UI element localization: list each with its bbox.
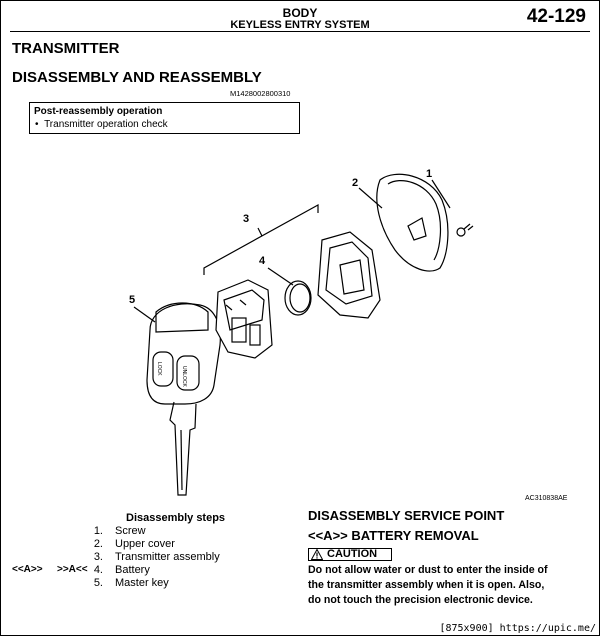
step-text: Battery — [115, 564, 150, 576]
page-title: TRANSMITTER — [12, 40, 120, 57]
transmitter-shell-drawing — [317, 231, 381, 319]
key-button-lock: LOCK — [156, 362, 162, 376]
post-reassembly-item-text: Transmitter operation check — [44, 119, 168, 130]
master-key-drawing: LOCK UNLOCK — [146, 302, 221, 496]
step-number: 5. — [93, 577, 103, 589]
caution-text: Do not allow water or dust to enter the … — [308, 563, 588, 608]
step-text: Upper cover — [115, 538, 175, 550]
watermark: [875x900] https://upic.me/ — [437, 623, 598, 634]
leader-2 — [358, 187, 383, 209]
post-reassembly-title: Post-reassembly operation — [34, 106, 163, 117]
section-title: BODY — [282, 6, 318, 20]
key-button-unlock: UNLOCK — [181, 366, 187, 388]
callout-2: 2 — [352, 177, 358, 189]
step-number: 2. — [93, 538, 103, 550]
transmitter-board-drawing — [215, 279, 273, 359]
callout-3: 3 — [243, 213, 249, 225]
installation-code: >>A<< — [57, 564, 88, 575]
leader-1 — [431, 179, 451, 209]
document-id: M1428002800310 — [230, 89, 291, 98]
screw-drawing — [456, 223, 474, 237]
step-number: 4. — [93, 564, 103, 576]
post-reassembly-box: Post-reassembly operation • Transmitter … — [29, 102, 300, 134]
page-number: 42-129 — [526, 6, 586, 27]
subsection-title: KEYLESS ENTRY SYSTEM — [230, 19, 370, 31]
step-text: Transmitter assembly — [115, 551, 220, 563]
leader-3 — [257, 227, 263, 237]
header-divider — [10, 31, 590, 32]
step-number: 3. — [93, 551, 103, 563]
step-text: Screw — [115, 525, 146, 537]
section-heading: DISASSEMBLY AND REASSEMBLY — [12, 69, 262, 86]
caution-label: CAUTION — [327, 548, 378, 560]
caution-line: Do not allow water or dust to enter the … — [308, 564, 548, 576]
figure-code: AC310838AE — [525, 495, 568, 502]
callout-5: 5 — [129, 294, 135, 306]
callout-4: 4 — [259, 255, 266, 267]
caution-line: the transmitter assembly when it is open… — [308, 579, 545, 591]
steps-title: Disassembly steps — [126, 512, 226, 524]
warning-icon — [311, 549, 323, 560]
battery-drawing — [284, 280, 312, 316]
callout-1: 1 — [426, 168, 432, 180]
post-reassembly-item: • Transmitter operation check — [35, 119, 168, 130]
step-text: Master key — [115, 577, 169, 589]
leader-4 — [267, 267, 294, 286]
page-header: BODY KEYLESS ENTRY SYSTEM 42-129 — [0, 0, 600, 34]
transmitter-exploded-diagram: LOCK UNLOCK — [129, 168, 474, 496]
removal-code: <<A>> — [12, 564, 43, 575]
caution-box: CAUTION — [308, 548, 392, 561]
service-point-subtitle: <<A>> BATTERY REMOVAL — [308, 528, 479, 543]
bracket-3 — [203, 203, 319, 275]
service-point-title: DISASSEMBLY SERVICE POINT — [308, 508, 505, 523]
caution-line: do not touch the precision electronic de… — [308, 594, 533, 606]
leader-5 — [133, 306, 156, 323]
upper-cover-drawing — [376, 173, 449, 272]
step-number: 1. — [93, 525, 103, 537]
